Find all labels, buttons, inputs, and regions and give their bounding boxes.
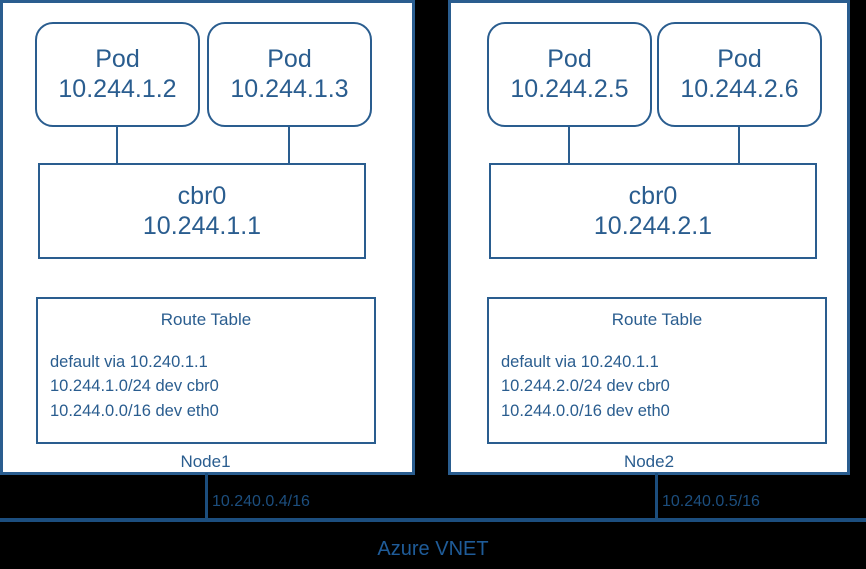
pod-box-node2-pod2: Pod 10.244.2.6 bbox=[657, 22, 822, 127]
pod-title: Pod bbox=[717, 45, 762, 73]
connector-node2-to-vnet bbox=[655, 473, 658, 520]
route-table-box-node2: Route Table default via 10.240.1.1 10.24… bbox=[487, 297, 827, 444]
connector-node1-to-vnet bbox=[205, 473, 208, 520]
bridge-box-node1: cbr0 10.244.1.1 bbox=[38, 163, 366, 259]
pod-title: Pod bbox=[267, 45, 312, 73]
bridge-title: cbr0 bbox=[177, 182, 227, 210]
pod-ip: 10.244.1.3 bbox=[230, 74, 349, 103]
route-table-box-node1: Route Table default via 10.240.1.1 10.24… bbox=[36, 297, 376, 444]
route-entry: 10.244.0.0/16 dev eth0 bbox=[501, 401, 670, 420]
pod-ip: 10.244.2.6 bbox=[680, 74, 799, 103]
bridge-title: cbr0 bbox=[628, 182, 678, 210]
route-table-entries: default via 10.240.1.1 10.244.1.0/24 dev… bbox=[50, 350, 374, 423]
pod-box-node2-pod1: Pod 10.244.2.5 bbox=[487, 22, 652, 127]
node-label-node2: Node2 bbox=[623, 452, 675, 471]
pod-ip: 10.244.1.2 bbox=[58, 74, 177, 103]
pod-title: Pod bbox=[95, 45, 140, 73]
route-table-title: Route Table bbox=[611, 310, 703, 329]
pod-box-node1-pod1: Pod 10.244.1.2 bbox=[35, 22, 200, 127]
route-entry: 10.244.0.0/16 dev eth0 bbox=[50, 401, 219, 420]
host-ip-label-node2: 10.240.0.5/16 bbox=[662, 493, 760, 510]
route-entry: default via 10.240.1.1 bbox=[501, 353, 659, 371]
route-table-entries: default via 10.240.1.1 10.244.2.0/24 dev… bbox=[501, 350, 825, 423]
pod-ip: 10.244.2.5 bbox=[510, 74, 629, 103]
connector-node2-pod2-to-bridge bbox=[738, 127, 740, 165]
bridge-box-node2: cbr0 10.244.2.1 bbox=[489, 163, 817, 259]
pod-title: Pod bbox=[547, 45, 592, 73]
bridge-ip: 10.244.2.1 bbox=[593, 212, 713, 240]
connector-node2-pod1-to-bridge bbox=[568, 127, 570, 165]
route-table-title: Route Table bbox=[160, 310, 252, 329]
vnet-backbone-line bbox=[0, 518, 866, 522]
connector-node1-pod2-to-bridge bbox=[288, 127, 290, 165]
route-entry: default via 10.240.1.1 bbox=[50, 353, 208, 371]
node-label-node1: Node1 bbox=[180, 452, 231, 471]
route-entry: 10.244.1.0/24 dev cbr0 bbox=[50, 377, 219, 396]
host-ip-label-node1: 10.240.0.4/16 bbox=[212, 493, 310, 510]
pod-box-node1-pod2: Pod 10.244.1.3 bbox=[207, 22, 372, 127]
vnet-caption: Azure VNET bbox=[377, 538, 489, 560]
connector-node1-pod1-to-bridge bbox=[116, 127, 118, 165]
bridge-ip: 10.244.1.1 bbox=[142, 212, 262, 240]
route-entry: 10.244.2.0/24 dev cbr0 bbox=[501, 377, 670, 396]
